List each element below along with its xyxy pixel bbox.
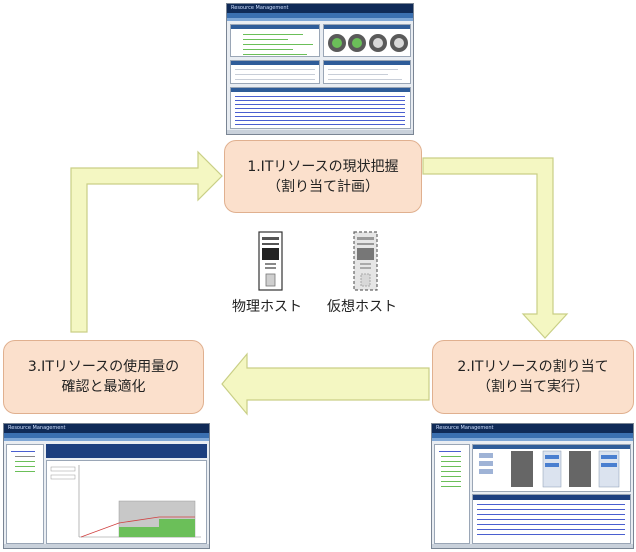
usage-graph-screenshot: Resource Management [3, 423, 210, 549]
dashboard-screenshot-title: Resource Management [231, 5, 289, 11]
allocation-screenshot: Resource Management [431, 423, 634, 549]
step2-line2: （割り当て実行） [477, 379, 589, 395]
step1-box: 1.ITリソースの現状把握 （割り当て計画） [224, 140, 422, 213]
step1-line1: 1.ITリソースの現状把握 [247, 158, 399, 175]
virtual-host-label: 仮想ホスト [327, 299, 397, 315]
step3-box: 3.ITリソースの使用量の 確認と最適化 [3, 340, 204, 414]
step3-line1: 3.ITリソースの使用量の [27, 359, 180, 375]
step2-box: 2.ITリソースの割り当て （割り当て実行） [432, 340, 634, 414]
usage-graph-screenshot-title: Resource Management [8, 425, 66, 431]
physical-host-label: 物理ホスト [232, 299, 302, 315]
step2-line1: 2.ITリソースの割り当て [457, 359, 609, 375]
physical-host-icon [258, 231, 283, 291]
virtual-host-icon [353, 231, 378, 291]
arrow-step3-to-step1 [70, 150, 223, 333]
allocation-screenshot-title: Resource Management [436, 425, 494, 431]
dashboard-screenshot: Resource Management [226, 3, 414, 135]
step3-line2: 確認と最適化 [61, 379, 146, 395]
step1-line2: （割り当て計画） [267, 178, 379, 195]
arrow-step2-to-step3 [221, 352, 430, 416]
arrow-step1-to-step2 [422, 157, 569, 339]
